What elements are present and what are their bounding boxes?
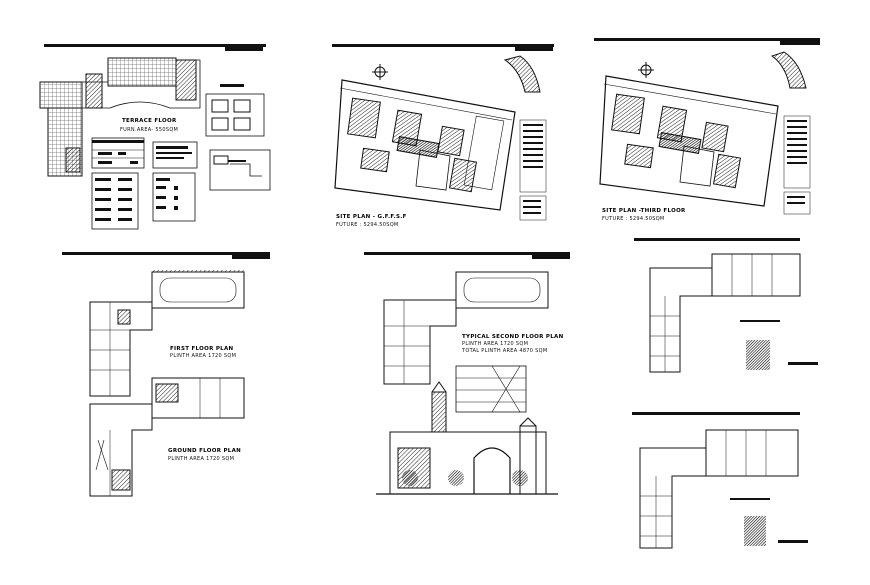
first-ground-floor-panel: FIRST FLOOR PLAN PLINTH AREA 1720 SQM GR… — [62, 252, 270, 497]
right-lower-plan — [632, 412, 808, 549]
elevation-tower — [431, 391, 447, 433]
second-floor-total: TOTAL PLINTH AREA 4870 SQM — [461, 348, 547, 354]
terrace-floor-panel: TERRACE FLOOR FURN.AREA- 550SQM — [39, 44, 271, 230]
terrace-floor-title: TERRACE FLOOR — [122, 118, 177, 124]
site-plan-third-title: SITE PLAN -THIRD FLOOR — [602, 208, 686, 214]
terrace-grid-top — [107, 57, 177, 87]
ground-floor-title: GROUND FLOOR PLAN — [168, 448, 241, 454]
second-floor-scale: PLINTH AREA 1720 SQM — [462, 341, 528, 347]
first-floor-scale: PLINTH AREA 1720 SQM — [170, 353, 236, 359]
right-upper-plan — [634, 238, 818, 373]
second-floor-title: TYPICAL SECOND FLOOR PLAN — [462, 334, 564, 340]
site-plan-third-scale: FUTURE : 5294.50SQM — [602, 216, 665, 222]
ground-floor-scale: PLINTH AREA 1720 SQM — [168, 456, 234, 462]
terrace-grid-left — [39, 81, 83, 109]
site-plan-ground-scale: FUTURE : 5294.50SQM — [336, 222, 399, 228]
site-plan-ground-title: SITE PLAN - G.F.F.S.F — [336, 214, 407, 220]
site-plan-ground-panel: SITE PLAN - G.F.F.S.F FUTURE : 5294.50SQ… — [332, 44, 554, 228]
site-plan-third-panel: SITE PLAN -THIRD FLOOR FUTURE : 5294.50S… — [594, 38, 820, 222]
second-floor-elevation-panel: TYPICAL SECOND FLOOR PLAN PLINTH AREA 17… — [364, 252, 570, 495]
terrace-floor-scale: FURN.AREA- 550SQM — [120, 127, 178, 133]
first-floor-title: FIRST FLOOR PLAN — [170, 346, 234, 352]
